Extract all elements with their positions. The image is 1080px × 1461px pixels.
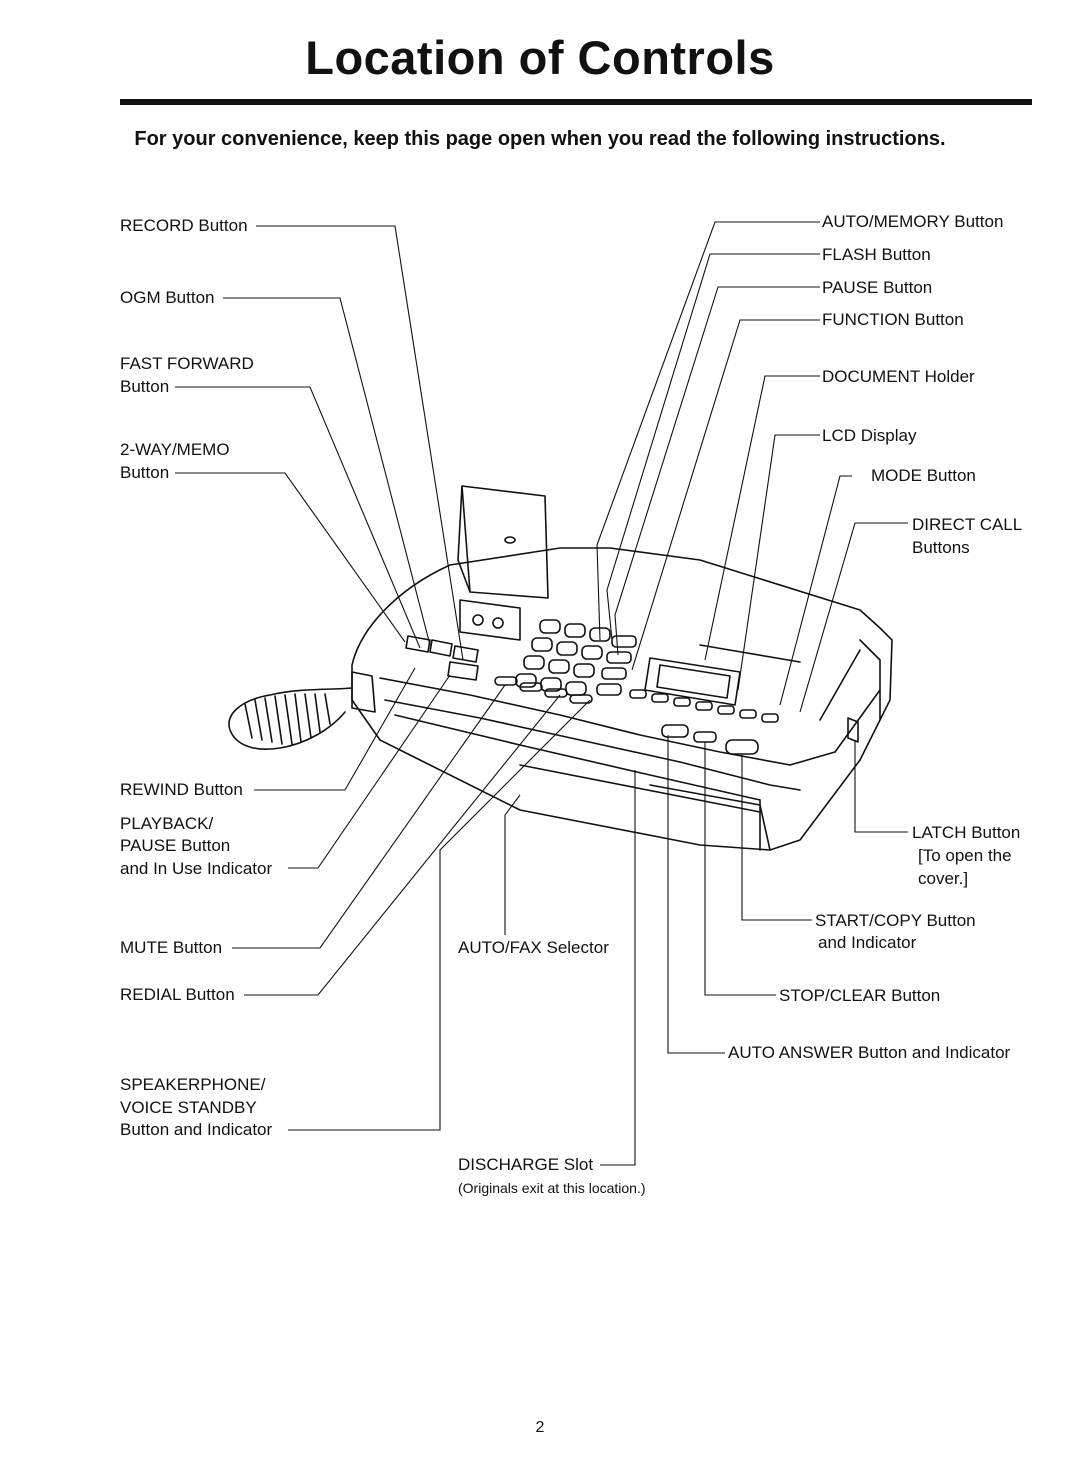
- label-rewind-button: REWIND Button: [120, 780, 243, 799]
- label-document-holder: DOCUMENT Holder: [822, 367, 975, 386]
- coiled-cord: [228, 687, 353, 750]
- label-fast-forward: FAST FORWARD: [120, 354, 254, 373]
- label-playback: PLAYBACK/: [120, 814, 214, 833]
- label-start-copy-button: START/COPY Button: [815, 911, 976, 930]
- label-auto-memory-button: AUTO/MEMORY Button: [822, 212, 1004, 231]
- keypad: [515, 619, 637, 696]
- label-record-button: RECORD Button: [120, 216, 248, 235]
- label-flash-button: FLASH Button: [822, 245, 931, 264]
- direct-call-buttons: [629, 689, 779, 723]
- label-redial-button: REDIAL Button: [120, 985, 235, 1004]
- label-voice-standby: VOICE STANDBY: [120, 1098, 257, 1117]
- label-start-copy-indicator: and Indicator: [818, 933, 917, 952]
- label-auto-answer: AUTO ANSWER Button and Indicator: [728, 1043, 1011, 1062]
- label-lcd-display: LCD Display: [822, 426, 917, 445]
- latch: [847, 717, 859, 743]
- handset: [351, 671, 376, 713]
- title-rule: [120, 99, 1032, 105]
- label-latch-note-1: [To open the: [918, 846, 1012, 865]
- label-discharge-note: (Originals exit at this location.): [458, 1180, 646, 1196]
- label-latch-note-2: cover.]: [918, 869, 969, 888]
- label-speakerphone: SPEAKERPHONE/: [120, 1075, 266, 1094]
- page-subtitle: For your convenience, keep this page ope…: [134, 128, 946, 150]
- label-playback-pause: PAUSE Button: [120, 836, 231, 855]
- document-holder-lid: [461, 485, 549, 599]
- label-speaker-button-indicator: Button and Indicator: [120, 1120, 273, 1139]
- page-number: 2: [535, 1419, 545, 1436]
- lcd-display-shape: [644, 657, 741, 706]
- label-mute-button: MUTE Button: [120, 938, 223, 957]
- label-in-use-indicator: and In Use Indicator: [120, 859, 273, 878]
- label-function-button: FUNCTION Button: [822, 310, 964, 329]
- label-fast-forward-button: Button: [120, 377, 170, 396]
- label-stop-clear-button: STOP/CLEAR Button: [779, 986, 941, 1005]
- label-mode-button: MODE Button: [871, 466, 976, 485]
- label-ogm-button: OGM Button: [120, 288, 215, 307]
- label-auto-fax-selector: AUTO/FAX Selector: [458, 938, 609, 957]
- label-pause-button: PAUSE Button: [822, 278, 933, 297]
- label-two-way-memo: 2-WAY/MEMO: [120, 440, 230, 459]
- label-discharge-slot: DISCHARGE Slot: [458, 1155, 594, 1174]
- label-latch-button: LATCH Button: [912, 823, 1021, 842]
- label-direct-call-buttons: Buttons: [912, 538, 970, 557]
- label-direct-call: DIRECT CALL: [912, 515, 1023, 534]
- page-title: Location of Controls: [305, 31, 775, 84]
- fax-body-outline: [351, 547, 893, 851]
- label-two-way-memo-button: Button: [120, 463, 170, 482]
